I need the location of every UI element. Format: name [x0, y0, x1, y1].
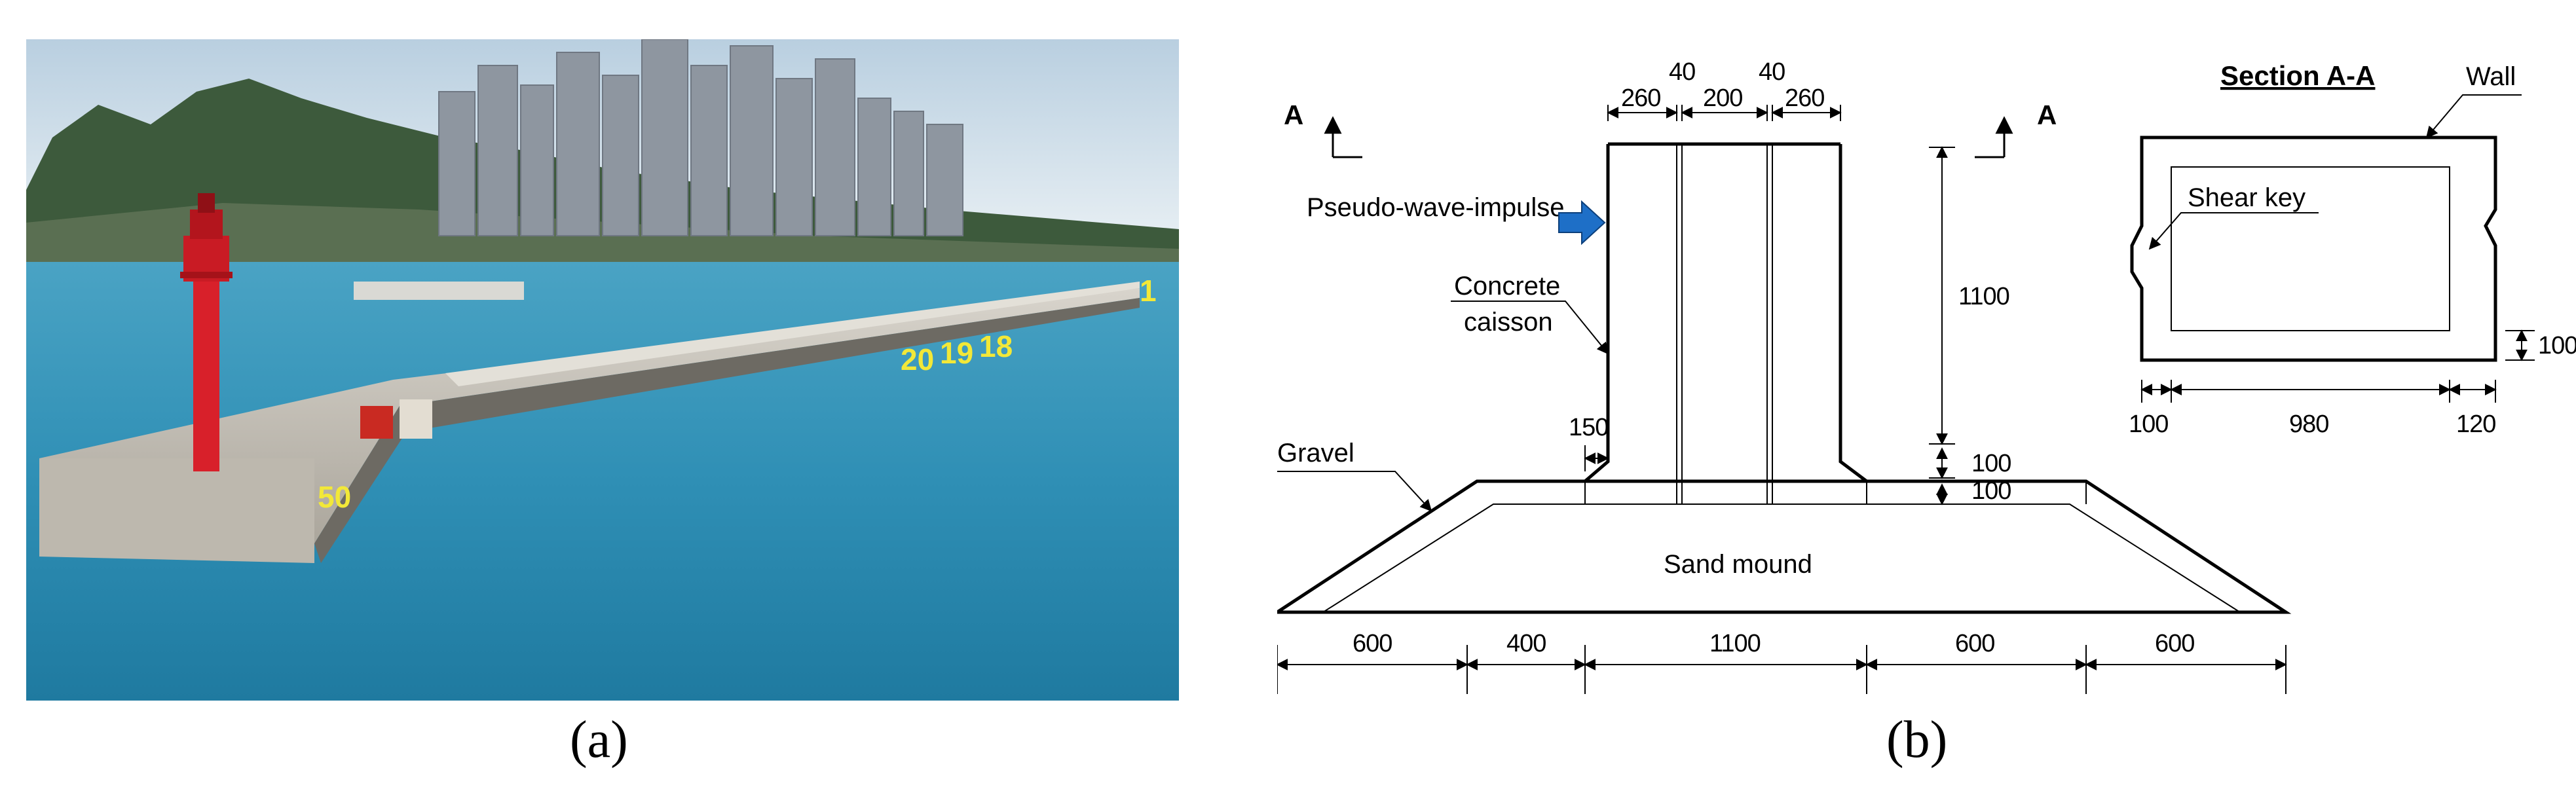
wall-label: Wall	[2466, 62, 2516, 91]
concrete-leader	[1451, 301, 1609, 355]
gravel-layer	[1277, 479, 2292, 614]
breakwater-photo: 50 20 19 18 1	[26, 39, 1179, 701]
parapet-wall	[445, 282, 1140, 386]
shoreline	[26, 203, 1179, 275]
gravel-label: Gravel	[1277, 439, 1354, 467]
height-dim-1100: 1100	[1958, 283, 2009, 310]
city-skyline	[438, 39, 963, 236]
bottom-dim-400: 400	[1506, 630, 1546, 657]
step-dim-100-upper: 100	[1971, 450, 2011, 477]
wall-leader	[2425, 94, 2522, 139]
section-dim-100: 100	[2129, 411, 2168, 438]
section-side-dimension	[2505, 329, 2535, 361]
sand-mound	[1322, 503, 2241, 613]
segment-label-20: 20	[901, 342, 934, 376]
caisson-inner-walls	[1676, 144, 1773, 504]
breakwater-front	[39, 458, 314, 563]
top-dim-40-left: 40	[1669, 58, 1695, 86]
bottom-dim-600-a: 600	[1353, 630, 1392, 657]
pseudo-wave-label: Pseudo-wave-impulse	[1307, 193, 1565, 222]
svg-text:A: A	[1284, 100, 1303, 130]
section-marker-right: A	[1975, 100, 2057, 158]
gravel-leader	[1277, 471, 1432, 512]
step-dim-100-lower: 100	[1971, 477, 2011, 505]
top-dim-260-left: 260	[1621, 84, 1660, 112]
segment-label-19: 19	[940, 336, 973, 370]
small-tank	[400, 399, 432, 439]
caisson-diagram: A A	[1277, 26, 2576, 720]
bottom-dim-600-b: 600	[1955, 630, 1994, 657]
top-dim-40-right: 40	[1759, 58, 1785, 86]
sand-mound-label: Sand mound	[1664, 550, 1812, 579]
red-lighthouse	[180, 193, 233, 471]
base-offset-150: 150	[1569, 414, 1608, 441]
segment-label-18: 18	[979, 329, 1013, 363]
concrete-label-line2: caisson	[1464, 308, 1553, 337]
top-dim-200: 200	[1703, 84, 1742, 112]
base-offset-dimension	[1584, 445, 1609, 471]
bottom-dim-1100: 1100	[1709, 630, 1761, 657]
top-dim-260-right: 260	[1785, 84, 1824, 112]
height-dimension-line	[1929, 146, 1955, 505]
distant-pier	[354, 282, 524, 300]
bottom-dimension-line	[1277, 645, 2287, 694]
section-dim-980: 980	[2289, 411, 2328, 438]
concrete-label-line1: Concrete	[1454, 272, 1560, 301]
segment-label-1: 1	[1140, 274, 1157, 308]
shear-key-leader	[2148, 212, 2319, 250]
segment-label-50: 50	[318, 480, 351, 514]
section-dim-120: 120	[2456, 411, 2495, 438]
caption-a: (a)	[570, 711, 628, 769]
top-dimension-line	[1607, 105, 1842, 121]
breakwater-photo-illustration: 50 20 19 18 1	[26, 39, 1179, 701]
shear-key-label: Shear key	[2188, 183, 2305, 212]
section-outer-wall	[2130, 136, 2497, 362]
concrete-caisson	[1584, 142, 1868, 483]
caption-b: (b)	[1886, 711, 1948, 769]
pseudo-wave-arrow-icon	[1558, 200, 1606, 246]
svg-text:A: A	[2037, 100, 2057, 130]
section-side-dim-100: 100	[2538, 332, 2576, 359]
bottom-dim-600-c: 600	[2155, 630, 2194, 657]
section-inner-outline	[2171, 166, 2450, 331]
section-title: Section A-A	[2220, 60, 2375, 91]
section-marker-left: A	[1284, 100, 1362, 158]
section-bottom-dimensions	[2140, 380, 2497, 403]
caisson-cross-section: A A	[1277, 58, 2576, 694]
small-red-structure	[360, 406, 393, 439]
